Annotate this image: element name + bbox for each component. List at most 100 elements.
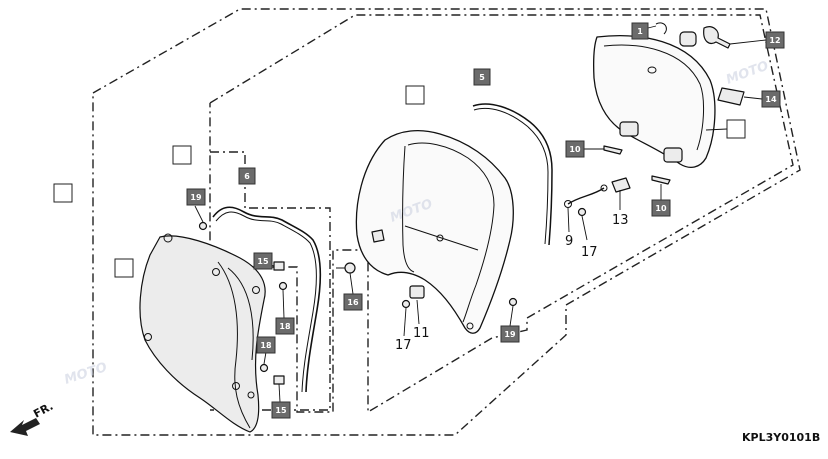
callout-empty-cowl-set bbox=[172, 145, 192, 165]
svg-text:14: 14 bbox=[765, 95, 777, 104]
leader-15-bottom bbox=[278, 383, 281, 403]
cowl-grommet-6 bbox=[247, 391, 255, 399]
leader-11 bbox=[416, 299, 420, 325]
callout-15-bottom: 15 bbox=[271, 401, 291, 419]
box-mount-hole bbox=[466, 322, 474, 330]
watermark-left: MOTO bbox=[63, 360, 109, 388]
svg-text:10: 10 bbox=[655, 204, 667, 213]
svg-text:15: 15 bbox=[257, 257, 269, 266]
front-label: FR. bbox=[31, 400, 55, 421]
svg-text:5: 5 bbox=[479, 73, 485, 82]
lid-hinge-left bbox=[619, 121, 639, 137]
latch-pin-10a bbox=[603, 145, 623, 155]
leader-16 bbox=[349, 272, 354, 295]
stay-arm-9-end-b bbox=[600, 184, 608, 192]
callout-1: 1 bbox=[631, 22, 649, 40]
callout-18-top: 18 bbox=[275, 317, 295, 335]
callout-12: 12 bbox=[765, 31, 785, 49]
gasket-strip-6-inner bbox=[215, 211, 317, 393]
watermark-right: MOTO bbox=[724, 59, 770, 88]
cowl-grommet-1 bbox=[163, 233, 173, 243]
leader-12 bbox=[729, 39, 767, 45]
leader-18-top bbox=[282, 289, 285, 319]
cowl-grommet-4 bbox=[232, 382, 240, 390]
callout-empty-cowl bbox=[114, 258, 134, 278]
clip-15-bottom bbox=[273, 375, 285, 385]
diagram-code: KPL3Y0101B bbox=[742, 431, 820, 444]
screw-17-center bbox=[401, 299, 411, 309]
box-stay-rod bbox=[404, 225, 479, 251]
screw-19-left bbox=[198, 221, 208, 231]
stay-arm-9-end bbox=[564, 200, 572, 208]
callout-empty-lid bbox=[726, 119, 746, 139]
box-inner-rim-left bbox=[402, 145, 415, 273]
cowl-grommet-2 bbox=[212, 268, 220, 276]
callout-19-right: 19 bbox=[500, 325, 520, 343]
label-plate-14 bbox=[717, 87, 745, 106]
lock-cylinder bbox=[679, 31, 697, 47]
label-13: 13 bbox=[612, 213, 629, 228]
svg-text:18: 18 bbox=[260, 341, 272, 350]
outer-group-boundary bbox=[92, 8, 801, 436]
screw-17-right bbox=[577, 207, 587, 217]
svg-text:12: 12 bbox=[769, 36, 780, 45]
box-inner-rim bbox=[407, 142, 495, 323]
latch-pin-10b bbox=[651, 175, 671, 185]
cowl-fold-line bbox=[217, 261, 251, 429]
lid-seal-5 bbox=[472, 103, 553, 246]
callout-5: 5 bbox=[473, 68, 491, 86]
callout-19-left: 19 bbox=[186, 188, 206, 206]
callout-10-lower: 10 bbox=[651, 199, 671, 217]
screw-19-right bbox=[508, 297, 518, 307]
lock-clip bbox=[655, 22, 667, 35]
label-9: 9 bbox=[565, 234, 573, 249]
callout-16: 16 bbox=[343, 293, 363, 311]
callout-10-upper: 10 bbox=[565, 140, 585, 158]
lid-hinge-right bbox=[663, 147, 683, 163]
svg-text:1: 1 bbox=[637, 27, 643, 36]
leader-19-right bbox=[509, 305, 514, 327]
svg-text:6: 6 bbox=[244, 172, 250, 181]
label-11: 11 bbox=[413, 326, 430, 341]
bolt-16 bbox=[344, 262, 356, 274]
label-17-center: 17 bbox=[395, 338, 412, 353]
svg-text:19: 19 bbox=[190, 193, 202, 202]
lid-inner-rim bbox=[603, 44, 705, 151]
callout-empty-assembly bbox=[53, 183, 73, 203]
cowl-panel bbox=[139, 235, 266, 433]
clip-box-left bbox=[371, 229, 385, 243]
box-body bbox=[355, 129, 514, 334]
leader-19-left bbox=[194, 205, 204, 223]
callout-15-top: 15 bbox=[253, 252, 273, 270]
gasket-strip-6 bbox=[212, 206, 322, 393]
svg-text:18: 18 bbox=[279, 322, 291, 331]
stay-arm-9 bbox=[567, 187, 605, 205]
leader-17-center bbox=[403, 307, 407, 337]
callout-6: 6 bbox=[238, 167, 256, 185]
bracket-11 bbox=[409, 285, 425, 299]
svg-text:15: 15 bbox=[275, 406, 287, 415]
stopper-13 bbox=[611, 177, 631, 193]
lid-seal-5-inner bbox=[473, 107, 549, 245]
svg-text:19: 19 bbox=[504, 330, 516, 339]
cowl-grommet-5 bbox=[252, 286, 260, 294]
key-icon bbox=[703, 26, 731, 49]
svg-text:10: 10 bbox=[569, 145, 581, 154]
clip-15-top bbox=[273, 261, 285, 271]
leader-9 bbox=[567, 207, 570, 233]
box-lid bbox=[592, 35, 716, 169]
leader-lid bbox=[705, 128, 728, 131]
grommet-18-top bbox=[278, 281, 288, 291]
cowl-grommet-3 bbox=[144, 333, 152, 341]
callout-18-bottom: 18 bbox=[256, 336, 276, 354]
leader-17-right bbox=[581, 215, 588, 241]
callout-14: 14 bbox=[761, 90, 781, 108]
callout-empty-box bbox=[405, 85, 425, 105]
front-arrow-icon bbox=[10, 418, 40, 436]
svg-text:16: 16 bbox=[347, 298, 359, 307]
front-direction-marker: FR. bbox=[10, 400, 55, 436]
lid-key-hole bbox=[647, 66, 657, 74]
cowl-inner-edge bbox=[227, 267, 254, 361]
label-17-right: 17 bbox=[581, 245, 598, 260]
